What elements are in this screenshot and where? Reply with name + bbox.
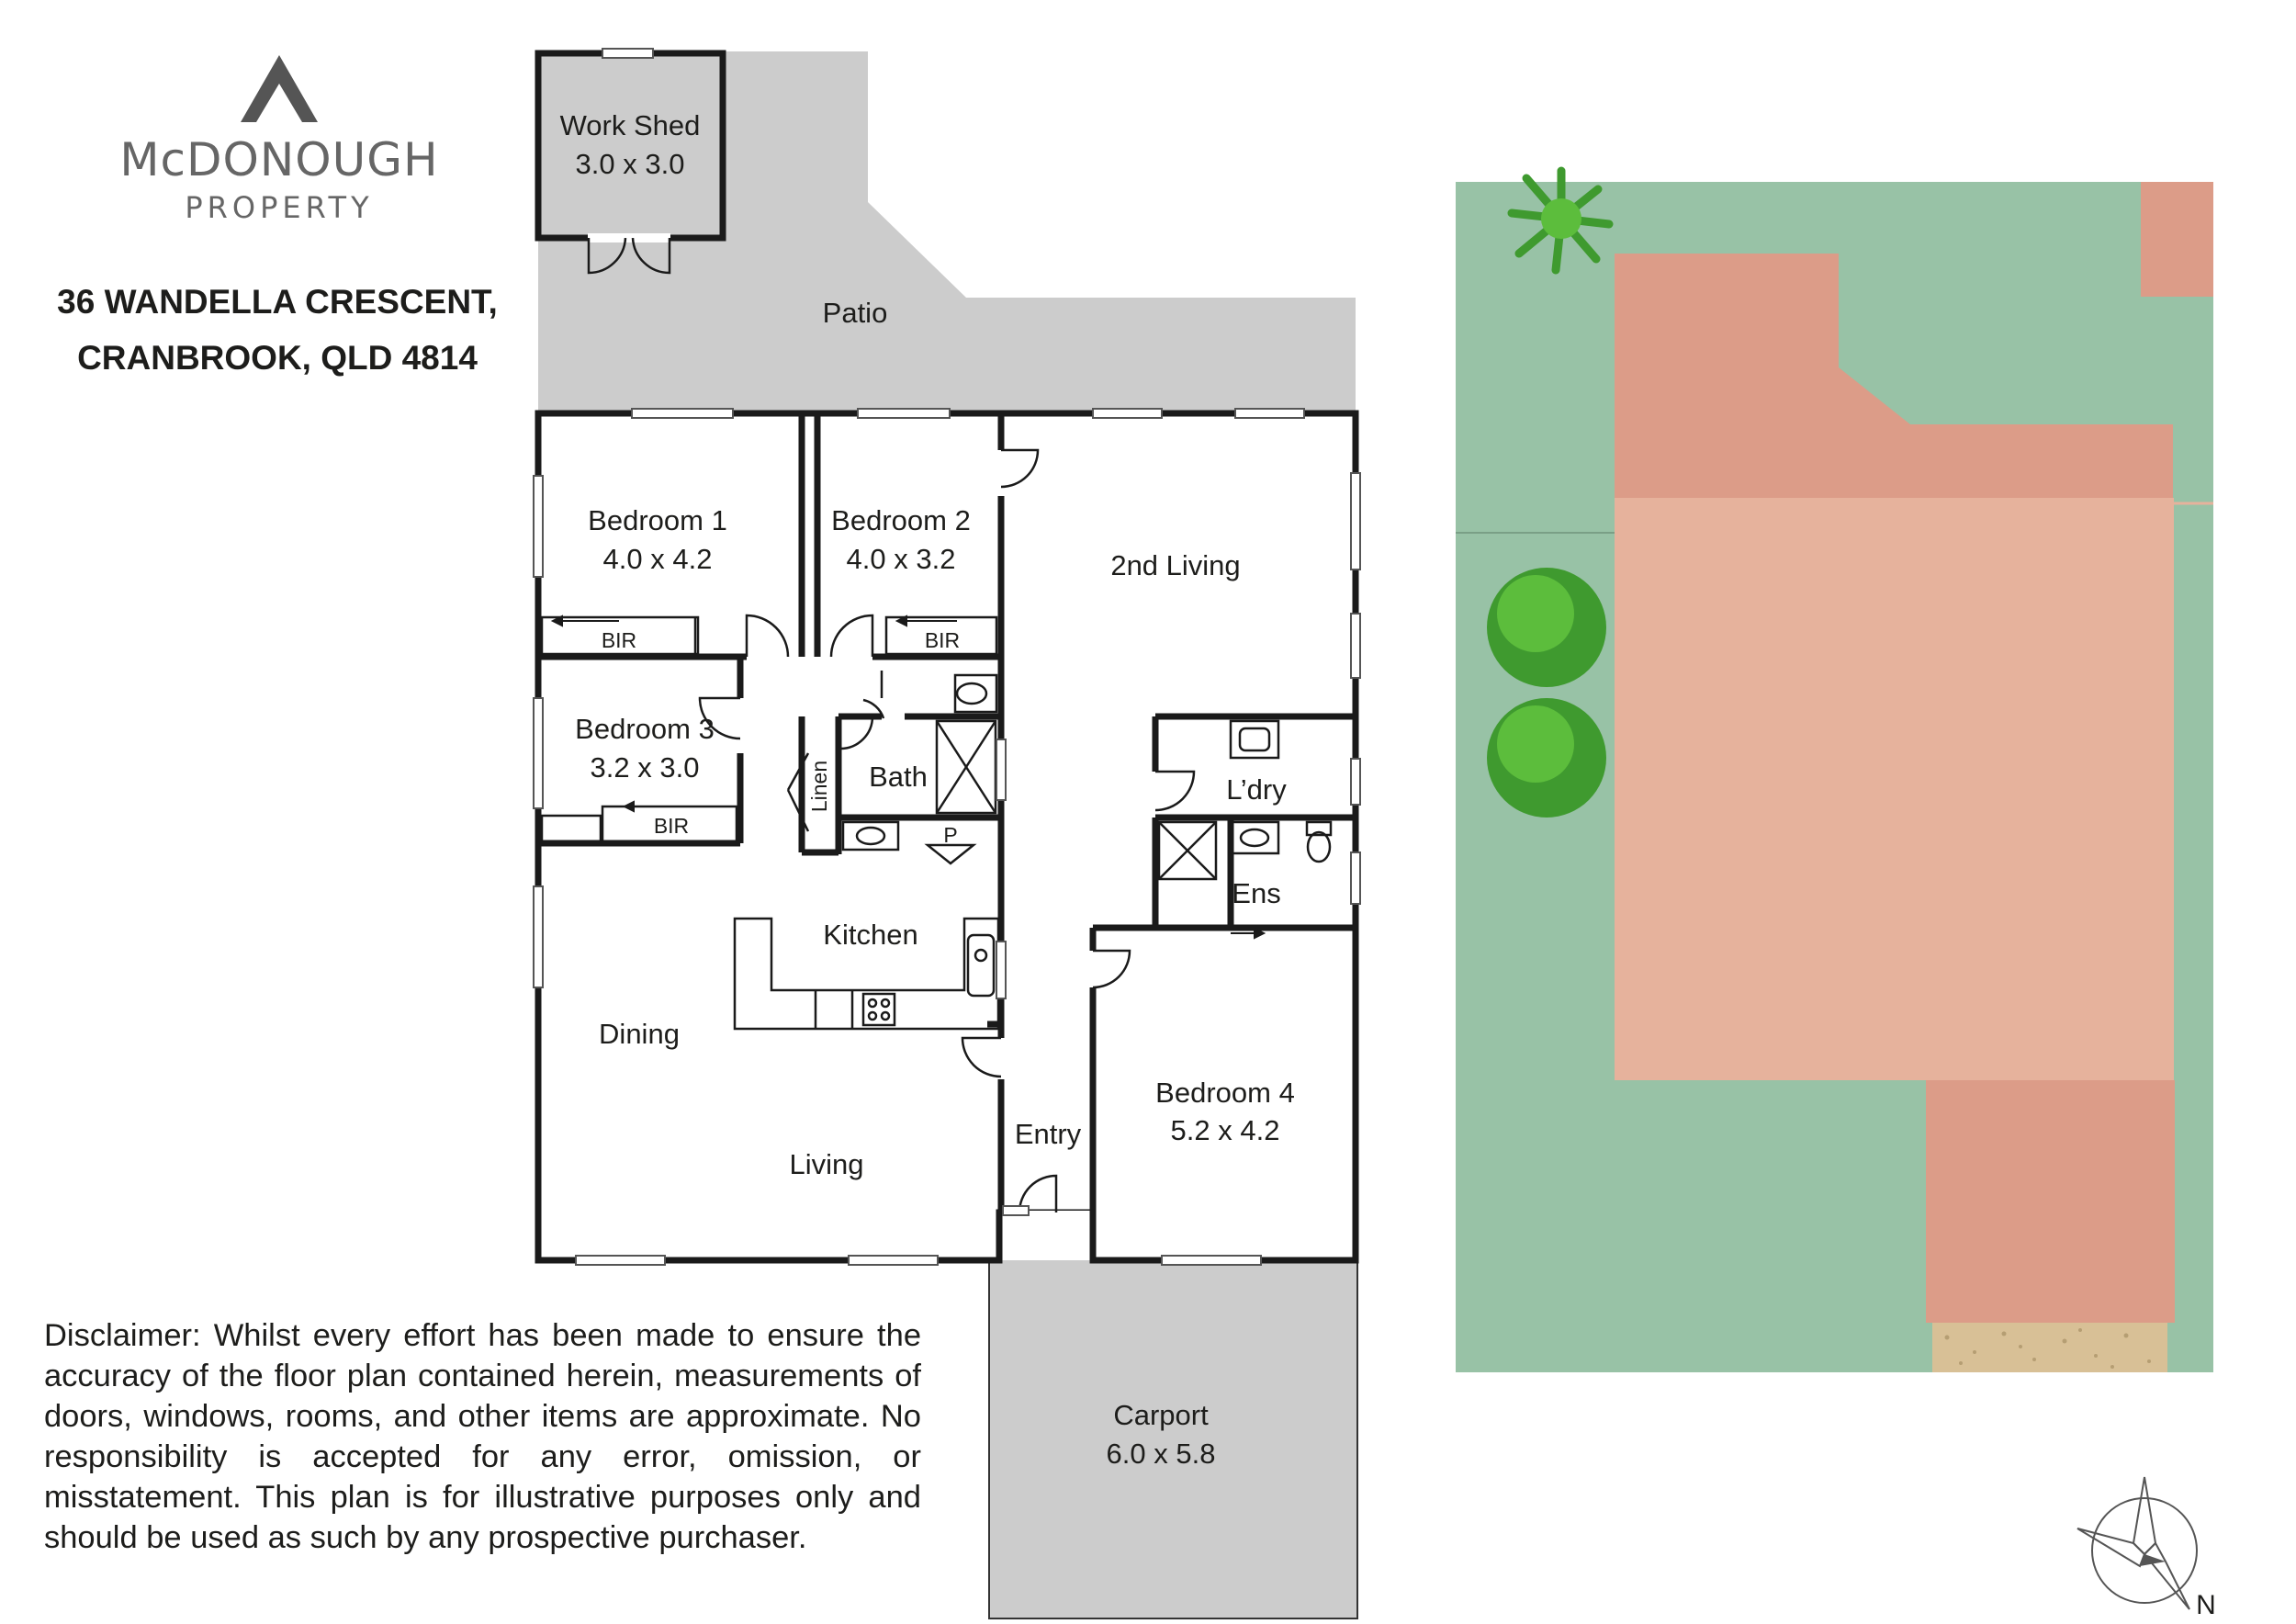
driveway [1932, 1323, 2167, 1372]
tree-icon [1487, 568, 1606, 687]
room-labels: Work Shed 3.0 x 3.0 Patio Bedroom 1 4.0 … [560, 109, 1295, 1470]
windows [533, 408, 1361, 1266]
door-swings [698, 448, 1196, 1213]
bedroom1-size: 4.0 x 4.2 [603, 543, 713, 575]
interior-walls [538, 413, 1356, 1212]
bir-label: BIR [654, 814, 689, 838]
window [848, 1255, 939, 1266]
carport-area [988, 1257, 1358, 1619]
ensuite-label: Ens [1232, 877, 1280, 909]
living-label: Living [790, 1148, 864, 1180]
brand-logo: McDONOUGH PROPERTY [119, 55, 438, 225]
window [857, 408, 951, 419]
kitchen-benches [733, 917, 1000, 1031]
toilet-icon [1306, 830, 1332, 863]
tree-icon [1507, 166, 1614, 275]
disclaimer-text: Disclaimer: Whilst every effort has been… [44, 1318, 921, 1555]
house-walls [535, 410, 1359, 1264]
north-label: N [2196, 1590, 2216, 1620]
bedroom3-name: Bedroom 3 [575, 713, 715, 745]
window [1002, 1205, 1030, 1216]
pantry-label: P [943, 823, 957, 847]
second-living-label: 2nd Living [1110, 549, 1240, 581]
window [1092, 408, 1163, 419]
brand-name: McDONOUGH [119, 133, 438, 186]
bedroom3-size: 3.2 x 3.0 [591, 751, 700, 784]
toilet-icon [955, 682, 988, 705]
bedroom4-name: Bedroom 4 [1155, 1077, 1295, 1109]
linen-label: Linen [807, 761, 831, 812]
address-line-2: CRANBROOK, QLD 4814 [77, 339, 478, 377]
window [1350, 758, 1361, 806]
window [1234, 408, 1305, 419]
patio-label: Patio [823, 297, 888, 329]
vanity [841, 820, 900, 851]
roof-carport [1926, 1080, 2175, 1323]
window [1161, 1255, 1262, 1266]
roof-rear [1615, 254, 2173, 500]
window [631, 408, 734, 419]
kitchen-label: Kitchen [823, 919, 917, 951]
window [1350, 613, 1361, 679]
sliding-door-arrow [1231, 927, 1266, 940]
roof-main [1615, 498, 2174, 1080]
logo-mountain-icon [241, 55, 318, 122]
window [1350, 472, 1361, 570]
dining-label: Dining [599, 1018, 680, 1050]
work-shed-size: 3.0 x 3.0 [576, 148, 685, 180]
carport-name: Carport [1113, 1399, 1209, 1431]
window [602, 48, 654, 59]
north-compass-icon: N [2077, 1476, 2216, 1620]
bedroom2-size: 4.0 x 3.2 [847, 543, 956, 575]
bath-label: Bath [869, 761, 928, 793]
bedroom2-name: Bedroom 2 [831, 504, 971, 536]
bir-label: BIR [602, 628, 636, 652]
window [996, 941, 1007, 999]
bedroom4-size: 5.2 x 4.2 [1171, 1114, 1280, 1146]
window [533, 475, 544, 578]
sink-icon [966, 933, 996, 998]
window [533, 885, 544, 988]
built-in-robes [540, 615, 998, 843]
shed-double-door [587, 233, 671, 275]
window [533, 697, 544, 809]
tree-icon [1487, 698, 1606, 818]
window [996, 739, 1007, 801]
laundry-label: L’dry [1226, 773, 1287, 806]
brand-tagline: PROPERTY [185, 190, 373, 225]
fixtures [841, 673, 1333, 881]
neighbour-roof [2141, 182, 2213, 297]
address-line-1: 36 WANDELLA CRESCENT, [57, 283, 498, 321]
bedroom1-name: Bedroom 1 [588, 504, 727, 536]
entry-label: Entry [1015, 1118, 1082, 1150]
patio-area [538, 51, 1356, 413]
work-shed-name: Work Shed [560, 109, 701, 141]
window [1350, 851, 1361, 905]
bir-label: BIR [925, 628, 960, 652]
site-plan [1456, 166, 2213, 1372]
carport-size: 6.0 x 5.8 [1107, 1438, 1216, 1470]
cooktop-icon [861, 992, 896, 1027]
window [575, 1255, 666, 1266]
